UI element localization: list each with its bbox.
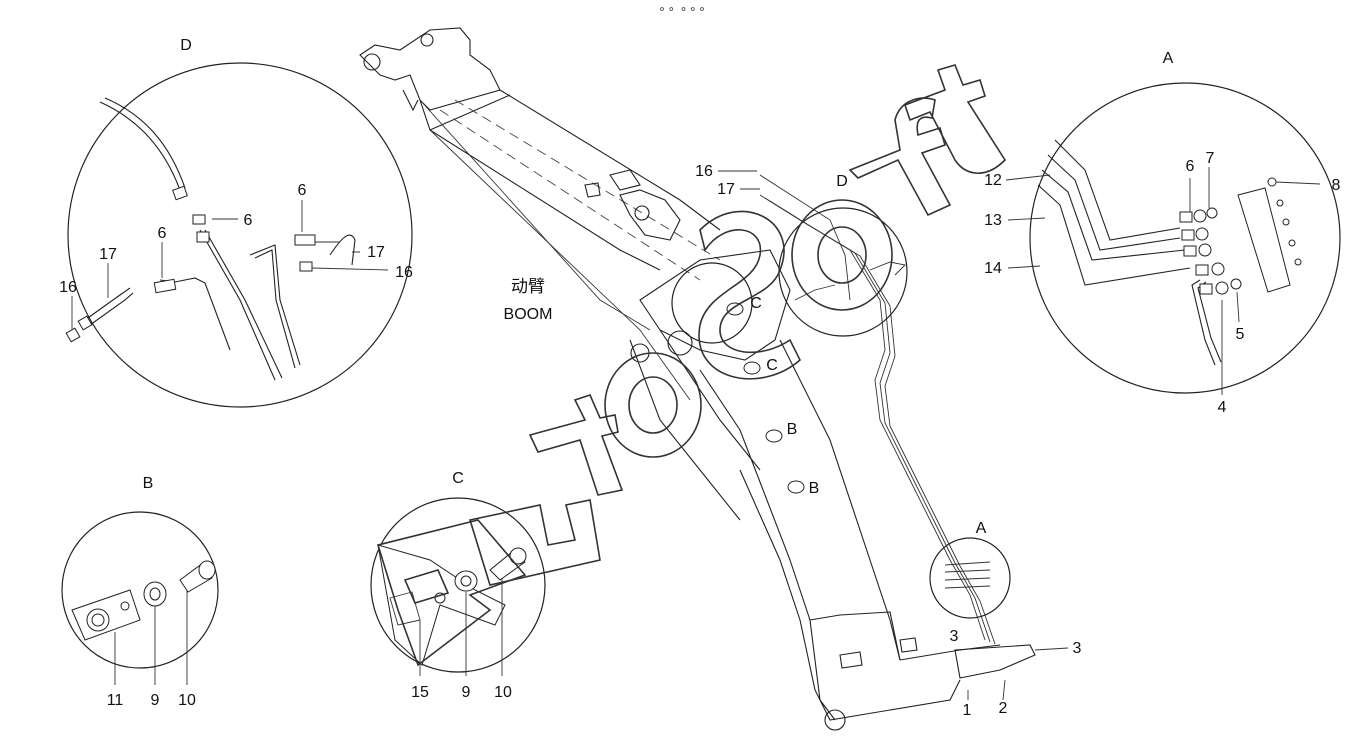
main-label-16: 16 — [695, 163, 713, 180]
detail-a-label-4: 4 — [1218, 399, 1227, 416]
detail-d: D 6 6 17 6 16 17 16 — [59, 37, 413, 408]
detail-d-label-17b: 17 — [99, 246, 117, 263]
detail-c-title: C — [452, 470, 464, 487]
main-label-b-1: B — [787, 421, 798, 438]
detail-c-label-10: 10 — [494, 684, 512, 701]
detail-a-label-13: 13 — [984, 212, 1002, 229]
main-label-2: 2 — [999, 700, 1008, 717]
main-label-c-2: C — [766, 357, 778, 374]
main-label-3-right: 3 — [1073, 640, 1082, 657]
detail-b: B 11 9 10 — [61, 475, 219, 709]
detail-a-label-12: 12 — [984, 172, 1002, 189]
main-label-d: D — [836, 173, 848, 190]
main-label-a: A — [976, 520, 987, 537]
detail-d-label-16b: 16 — [59, 279, 77, 296]
autosoft-watermark — [376, 64, 1007, 667]
detail-a-label-7: 7 — [1206, 150, 1215, 167]
detail-d-label-16a: 16 — [395, 264, 413, 281]
main-labels: 16 17 D C C B B A 3 3 1 2 — [695, 163, 1081, 719]
detail-c-label-9: 9 — [462, 684, 471, 701]
boom-label-cn: 动臂 — [511, 277, 545, 297]
main-label-c-1: C — [750, 295, 762, 312]
detail-d-label-6c: 6 — [158, 225, 167, 242]
detail-a: A 6 7 8 — [984, 50, 1341, 416]
main-label-1: 1 — [963, 702, 972, 719]
detail-d-label-17a: 17 — [367, 244, 385, 261]
detail-a-label-6: 6 — [1186, 158, 1195, 175]
detail-b-label-9: 9 — [151, 692, 160, 709]
detail-a-label-14: 14 — [984, 260, 1002, 277]
main-label-b-2: B — [809, 480, 820, 497]
detail-a-title: A — [1163, 50, 1174, 67]
detail-d-label-6a: 6 — [244, 212, 253, 229]
detail-c: C 15 9 10 — [370, 470, 546, 701]
detail-c-label-15: 15 — [411, 684, 429, 701]
detail-b-label-10: 10 — [178, 692, 196, 709]
detail-b-label-11: 11 — [107, 692, 124, 709]
detail-a-label-5: 5 — [1236, 326, 1245, 343]
main-label-17: 17 — [717, 181, 735, 198]
main-label-3-left: 3 — [950, 628, 959, 645]
top-mark: ⚬⚬ ⚬⚬⚬ — [657, 4, 706, 16]
boom-drawing — [359, 27, 1069, 731]
detail-d-title: D — [180, 37, 192, 54]
detail-d-label-6b: 6 — [298, 182, 307, 199]
detail-b-title: B — [143, 475, 154, 492]
detail-a-label-8: 8 — [1332, 177, 1341, 194]
boom-label-en: BOOM — [504, 306, 553, 323]
